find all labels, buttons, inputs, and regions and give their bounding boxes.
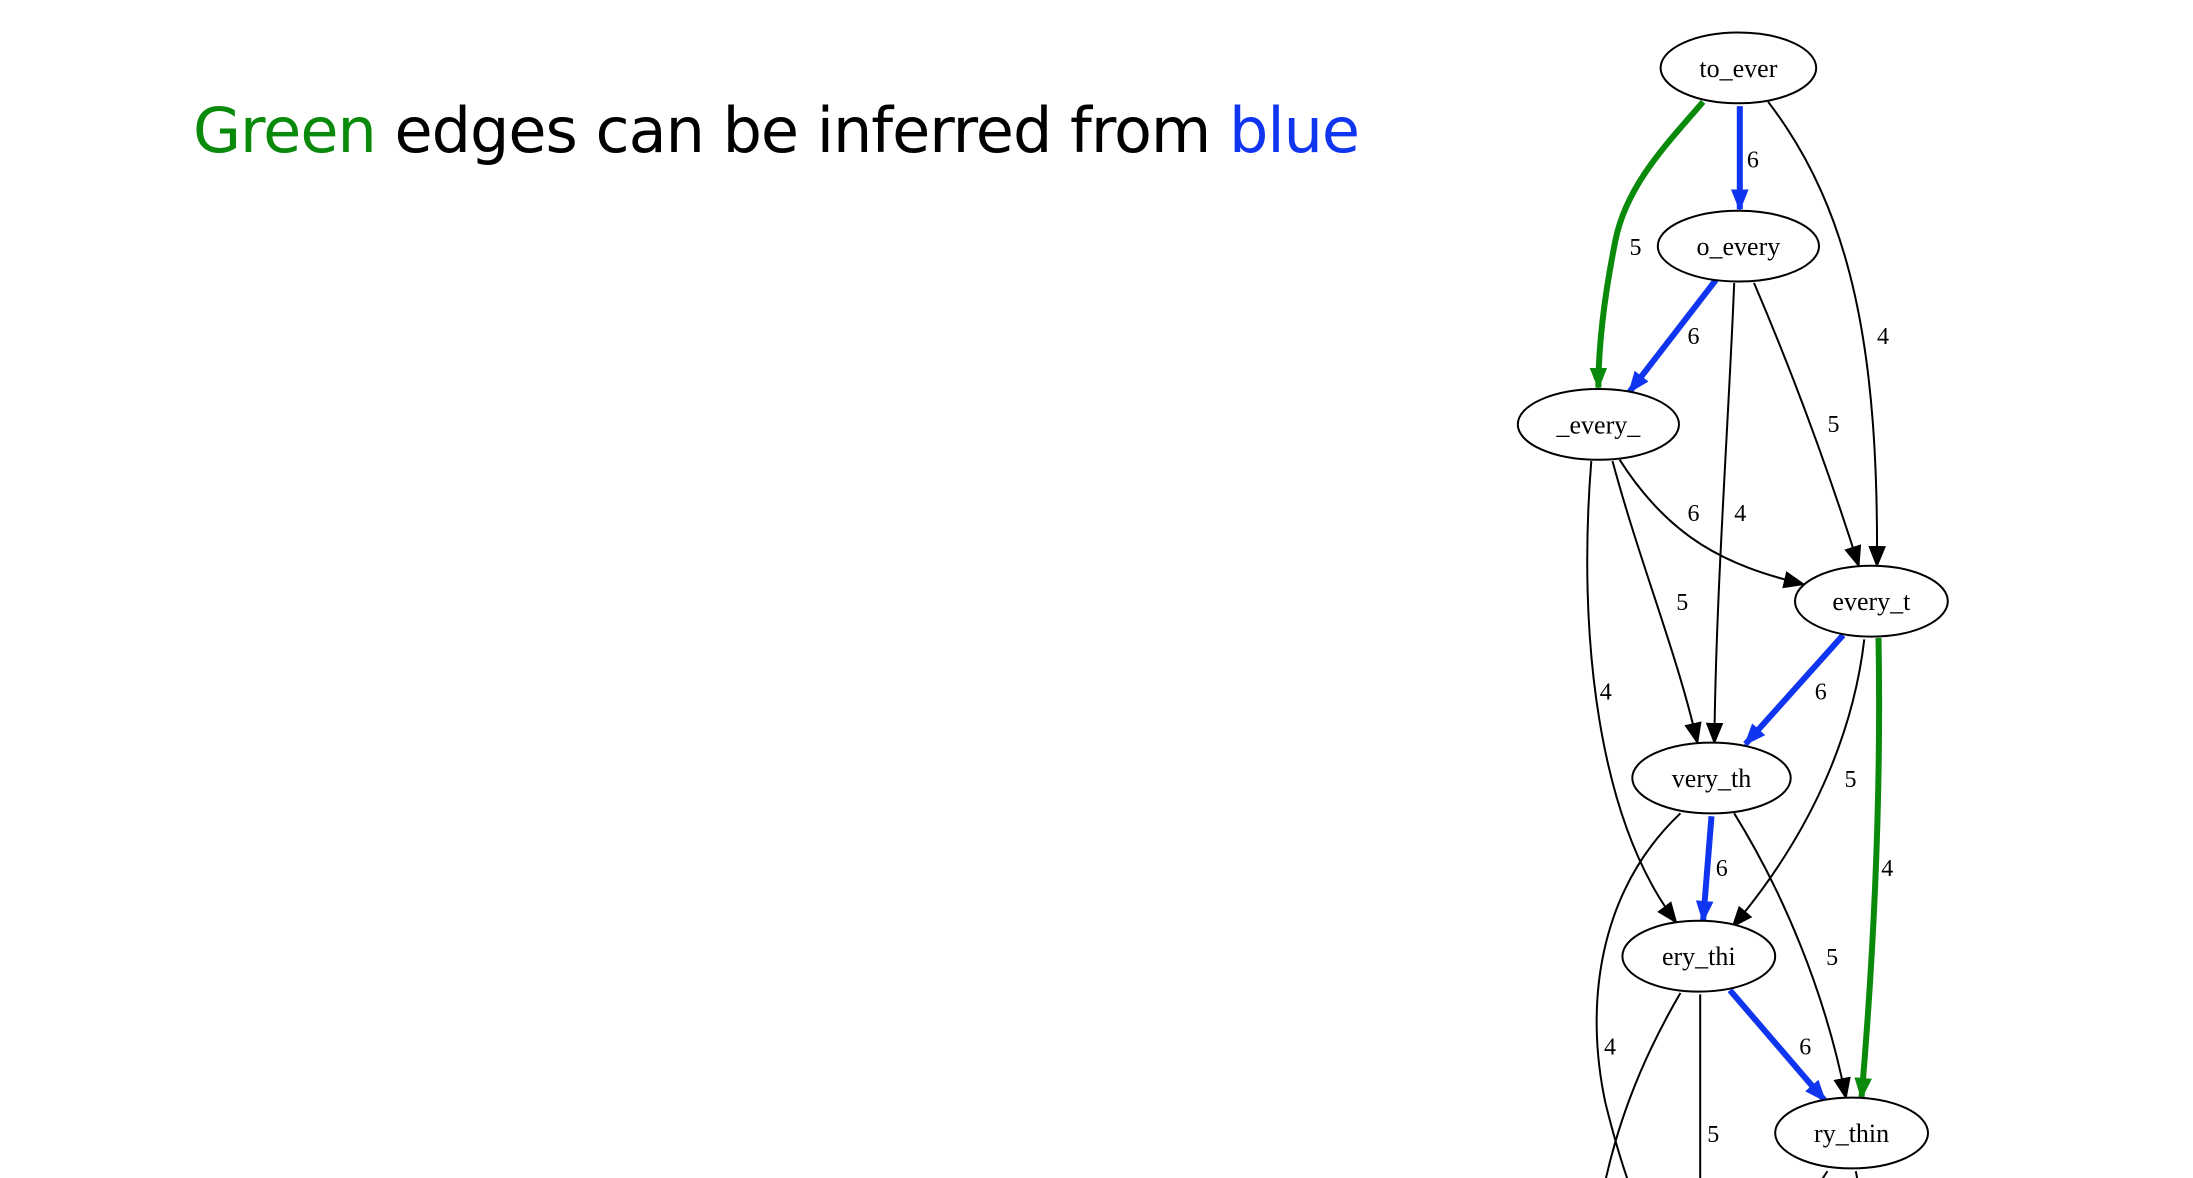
edge-weight-label: 6 <box>1688 501 1700 527</box>
edge-every_t-to-ery_thi <box>1731 639 1866 929</box>
caption: Green edges can be inferred from blue <box>193 100 1360 162</box>
edge-weight-label: 5 <box>1676 590 1688 616</box>
edge-weight-label: 6 <box>1799 1034 1811 1060</box>
edge-very_th-to-ery_thi-blue <box>1695 815 1715 923</box>
edge-_every_-to-ery_thi <box>1586 461 1678 925</box>
edge-_every_-to-every_t <box>1618 459 1806 589</box>
node-label: _every_ <box>1556 410 1642 439</box>
node-to-ever: to_ever <box>1659 31 1818 105</box>
edge-weight-label: 5 <box>1707 1122 1719 1148</box>
edge-weight-label: 4 <box>1734 501 1746 527</box>
edge-ery_thi-to-ry_thin-blue <box>1727 988 1827 1103</box>
edge-to_ever-to-_every_-green <box>1589 99 1706 390</box>
edge-every_t-to-ry_thin-green <box>1854 637 1883 1100</box>
edge-ry_thin-to-offscreen <box>1821 1170 1829 1178</box>
edge-weight-label: 5 <box>1828 412 1840 438</box>
edge-weight-label: 5 <box>1826 945 1838 971</box>
edge-o_every-to-_every_-blue <box>1627 278 1719 394</box>
edge-weight-label: 6 <box>1815 679 1827 705</box>
node-every-t: every_t <box>1794 564 1949 638</box>
edge-weight-label: 4 <box>1877 324 1889 350</box>
caption-green-word: Green <box>193 94 377 167</box>
edge-ry_thin-to-offscreen <box>1854 1171 1859 1178</box>
node-ellipse <box>1631 741 1792 815</box>
edge-weight-label: 4 <box>1600 679 1612 705</box>
node-ellipse <box>1774 1096 1929 1170</box>
caption-blue-word: blue <box>1229 94 1360 167</box>
node-ellipse <box>1659 31 1818 105</box>
edge-weight-label: 6 <box>1716 856 1728 882</box>
node-label: ery_thi <box>1662 942 1736 971</box>
node-label: very_th <box>1672 764 1751 793</box>
edge-_every_-to-very_th <box>1611 460 1702 745</box>
edge-very_th-to-offscreen <box>1595 812 1682 1178</box>
edge-weight-label: 6 <box>1747 147 1759 173</box>
caption-middle-text: edges can be inferred from <box>375 94 1229 167</box>
node-ery-thi: ery_thi <box>1621 919 1777 993</box>
node-ellipse <box>1656 209 1821 283</box>
node-ry-thin: ry_thin <box>1774 1096 1929 1170</box>
edge-weight-label: 5 <box>1845 767 1857 793</box>
edge-weight-label: 4 <box>1881 856 1893 882</box>
node-ellipse <box>1621 919 1777 993</box>
node-label: to_ever <box>1699 54 1777 83</box>
node-ellipse <box>1516 388 1681 461</box>
edge-weight-label: 6 <box>1688 324 1700 350</box>
edge-o_every-to-every_t <box>1753 282 1862 568</box>
edge-every_t-to-very_th-blue <box>1743 633 1846 747</box>
node-label: every_t <box>1832 587 1911 616</box>
node-label: o_every <box>1697 232 1781 261</box>
edge-very_th-to-ry_thin <box>1733 812 1851 1100</box>
edge-ery_thi-to-offscreen <box>1604 992 1682 1178</box>
node-label: ry_thin <box>1814 1119 1889 1148</box>
node-o-every: o_every <box>1656 209 1821 283</box>
edge-weight-label: 5 <box>1630 235 1642 261</box>
node-very-th: very_th <box>1631 741 1792 815</box>
edge-weight-label: 4 <box>1604 1034 1616 1060</box>
node-ellipse <box>1794 564 1949 638</box>
edge-to_ever-to-every_t <box>1767 101 1886 568</box>
node-every: _every_ <box>1516 388 1681 461</box>
edge-o_every-to-very_th <box>1705 282 1736 745</box>
